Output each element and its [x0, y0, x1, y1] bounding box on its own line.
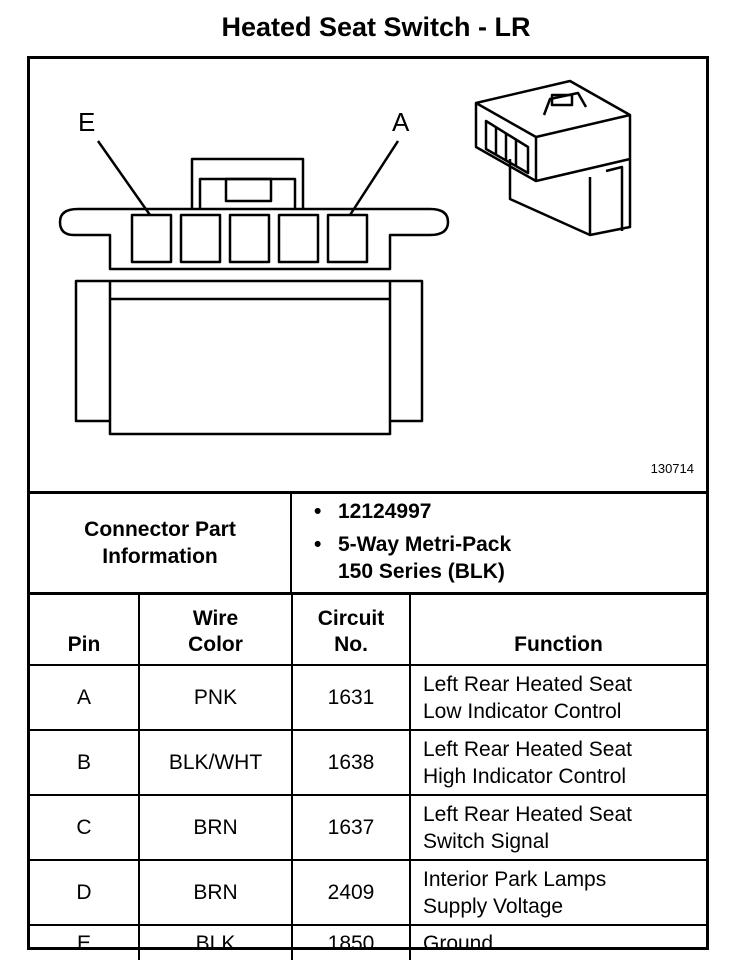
circuit-cell: 1638	[291, 729, 411, 796]
function-cell: Interior Park Lamps Supply Voltage	[409, 859, 706, 926]
figure-label-e: E	[78, 107, 95, 137]
connector-flange	[58, 207, 450, 271]
function-cell: Left Rear Heated Seat High Indicator Con…	[409, 729, 706, 796]
function-line1: Left Rear Heated Seat	[423, 737, 632, 761]
connector-iso-view	[474, 79, 632, 237]
connector-info-label: Connector Part Information	[30, 494, 292, 592]
connector-info-item: 12124997	[310, 498, 511, 525]
function-cell: Ground	[409, 924, 706, 960]
pin-table-header: Pin Wire Color Circuit No. Function	[30, 592, 706, 666]
connector-type: 5-Way Metri-Pack	[338, 533, 512, 556]
leader-line-a	[348, 140, 400, 216]
circuit-cell: 1637	[291, 794, 411, 861]
connector-latch-tab	[224, 177, 273, 203]
pin-cell: E	[30, 924, 140, 960]
function-line1: Ground	[423, 931, 494, 955]
circuit-cell: 2409	[291, 859, 411, 926]
pin-cavity-c	[228, 213, 271, 264]
connector-info: Connector Part Information 12124997 5-Wa…	[30, 491, 706, 592]
part-number: 12124997	[338, 500, 432, 523]
header-circuit-no: Circuit No.	[291, 592, 411, 666]
figure-label-a: A	[392, 107, 410, 137]
connector-info-label-line1: Connector Part	[84, 518, 236, 541]
wire-color-cell: PNK	[138, 664, 293, 731]
header-wire-line1: Wire	[192, 607, 239, 630]
circuit-cell: 1631	[291, 664, 411, 731]
table-row: B BLK/WHT 1638 Left Rear Heated Seat Hig…	[30, 729, 706, 796]
function-line1: Left Rear Heated Seat	[423, 672, 632, 696]
function-line2: Supply Voltage	[423, 894, 564, 918]
pin-cavity-e	[130, 213, 173, 264]
connector-info-item: 5-Way Metri-Pack 150 Series (BLK)	[310, 531, 511, 585]
header-wire-color: Wire Color	[138, 592, 293, 666]
wire-color-cell: BLK	[138, 924, 293, 960]
pin-cavity-d	[179, 213, 222, 264]
page-title: Heated Seat Switch - LR	[221, 12, 531, 42]
header-pin: Pin	[30, 592, 140, 666]
figure-id: 130714	[650, 461, 694, 476]
wire-color-cell: BLK/WHT	[138, 729, 293, 796]
pin-cell: C	[30, 794, 140, 861]
connector-latch-inner	[198, 177, 297, 209]
pin-cell: A	[30, 664, 140, 731]
connector-sheet: E A 130714 Connector Part Information 12…	[27, 56, 709, 960]
function-line2: Switch Signal	[423, 829, 550, 853]
table-row: D BRN 2409 Interior Park Lamps Supply Vo…	[30, 859, 706, 926]
function-line2: High Indicator Control	[423, 764, 627, 788]
wire-color-cell: BRN	[138, 794, 293, 861]
function-cell: Left Rear Heated Seat Switch Signal	[409, 794, 706, 861]
pin-cavity-a	[326, 213, 369, 264]
header-circuit-line1: Circuit	[317, 607, 385, 630]
header-function: Function	[409, 592, 706, 666]
pin-cavity-b	[277, 213, 320, 264]
table-row: A PNK 1631 Left Rear Heated Seat Low Ind…	[30, 664, 706, 731]
connector-latch	[190, 157, 305, 209]
pin-table: Pin Wire Color Circuit No. Function A PN…	[30, 592, 706, 960]
function-line2: Low Indicator Control	[423, 699, 622, 723]
function-cell: Left Rear Heated Seat Low Indicator Cont…	[409, 664, 706, 731]
header-circuit-line2: No.	[334, 633, 368, 656]
table-row: C BRN 1637 Left Rear Heated Seat Switch …	[30, 794, 706, 861]
pin-cell: B	[30, 729, 140, 796]
connector-drawing: E A	[58, 79, 632, 436]
function-line1: Interior Park Lamps	[423, 867, 607, 891]
connector-body	[74, 279, 424, 436]
connector-figure: E A 130714	[30, 59, 706, 491]
connector-info-list: 12124997 5-Way Metri-Pack 150 Series (BL…	[310, 498, 511, 591]
leader-line-e	[96, 140, 152, 216]
wire-color-cell: BRN	[138, 859, 293, 926]
connector-info-label-line2: Information	[102, 545, 218, 568]
circuit-cell: 1850	[291, 924, 411, 960]
table-row: E BLK 1850 Ground	[30, 924, 706, 960]
header-wire-line2: Color	[188, 633, 243, 656]
pin-cell: D	[30, 859, 140, 926]
function-line1: Left Rear Heated Seat	[423, 802, 632, 826]
connector-series: 150 Series (BLK)	[338, 560, 505, 583]
